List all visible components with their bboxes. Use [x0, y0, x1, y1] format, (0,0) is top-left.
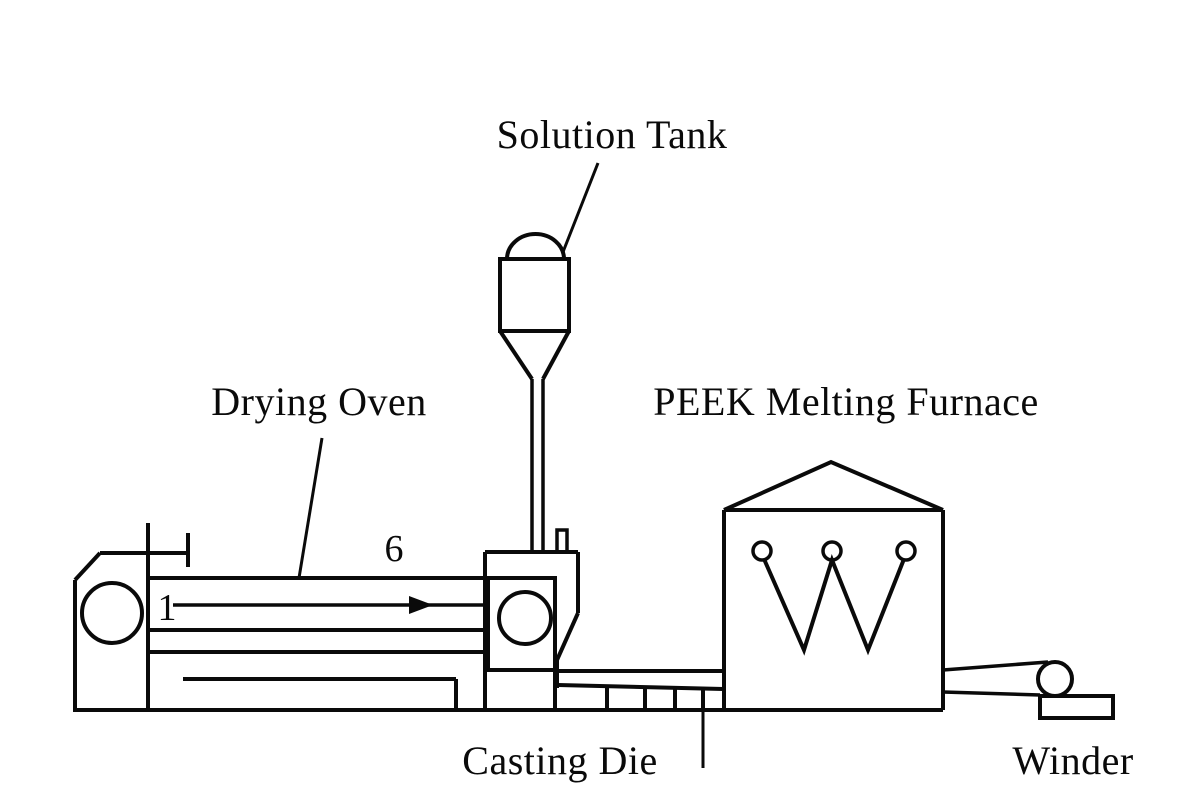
- solution-tank-leader-line: [561, 162, 600, 253]
- peek-melting-furnace-label: PEEK Melting Furnace: [653, 379, 1039, 424]
- drying-oven-shape: [73, 523, 485, 710]
- conveyor-section-shape: [555, 669, 724, 710]
- drying-oven-leader-line: [297, 437, 324, 579]
- casting-die-head-shape: [483, 528, 580, 710]
- winder-label: Winder: [1012, 738, 1134, 783]
- film-marker-number: 1: [157, 587, 177, 629]
- furnace-shape: [722, 459, 945, 710]
- casting-die-label: Casting Die: [462, 738, 658, 783]
- film-direction-arrow: [173, 596, 485, 614]
- solution-tank-label: Solution Tank: [496, 112, 728, 157]
- oven-marker-number: 6: [384, 528, 404, 570]
- solution-tank-shape: [498, 232, 571, 552]
- winder-shape: [942, 660, 1115, 720]
- drying-oven-label: Drying Oven: [211, 379, 427, 424]
